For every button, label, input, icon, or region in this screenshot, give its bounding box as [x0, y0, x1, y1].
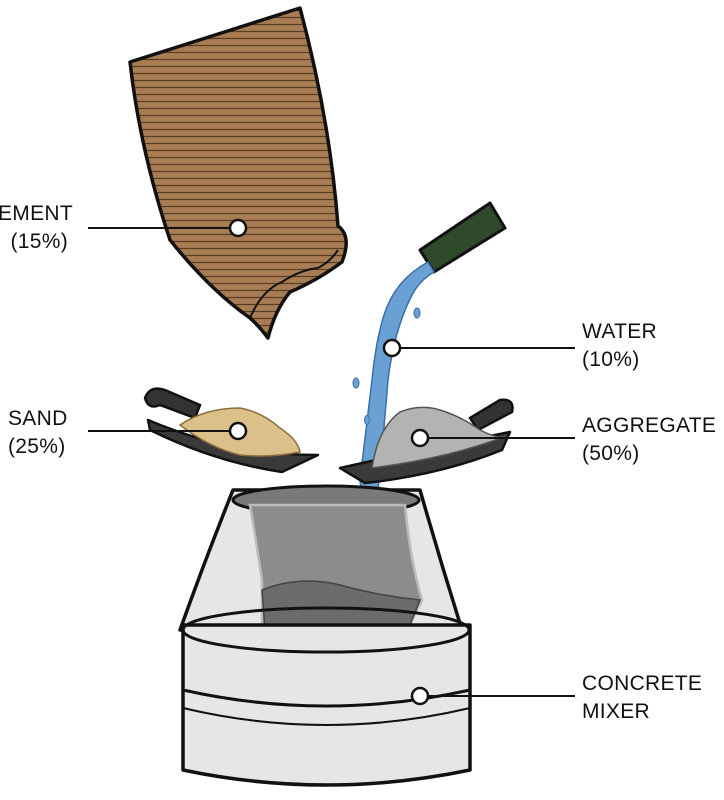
- dot-water: [382, 338, 402, 358]
- label-aggregate-name: AGGREGATE: [582, 414, 717, 437]
- label-water-share: (10%): [582, 348, 640, 371]
- dot-sand: [228, 421, 248, 441]
- label-cement-share: (15%): [10, 230, 68, 253]
- label-aggregate: AGGREGATE (50%): [582, 412, 716, 468]
- label-mixer: CONCRETE MIXER: [582, 670, 702, 726]
- leader-lines: [88, 227, 575, 697]
- dot-mixer: [410, 686, 430, 706]
- label-cement-name: EMENT: [0, 202, 73, 225]
- label-sand-name: SAND: [8, 407, 68, 430]
- label-mixer-name: CONCRETE: [582, 672, 703, 695]
- label-aggregate-share: (50%): [582, 442, 640, 465]
- dot-aggregate: [410, 428, 430, 448]
- label-water: WATER (10%): [582, 318, 657, 374]
- label-water-name: WATER: [582, 320, 657, 343]
- water-hose: [418, 201, 507, 274]
- label-cement: EMENT (15%): [0, 200, 73, 256]
- label-sand-share: (25%): [8, 435, 66, 458]
- dot-cement: [228, 218, 248, 238]
- label-mixer-sub: MIXER: [582, 700, 651, 723]
- concrete-mixer: [178, 484, 472, 787]
- callout-dots: [228, 218, 430, 706]
- cement-bag: [128, 6, 348, 340]
- water-stream: [352, 260, 436, 525]
- label-sand: SAND (25%): [8, 405, 68, 461]
